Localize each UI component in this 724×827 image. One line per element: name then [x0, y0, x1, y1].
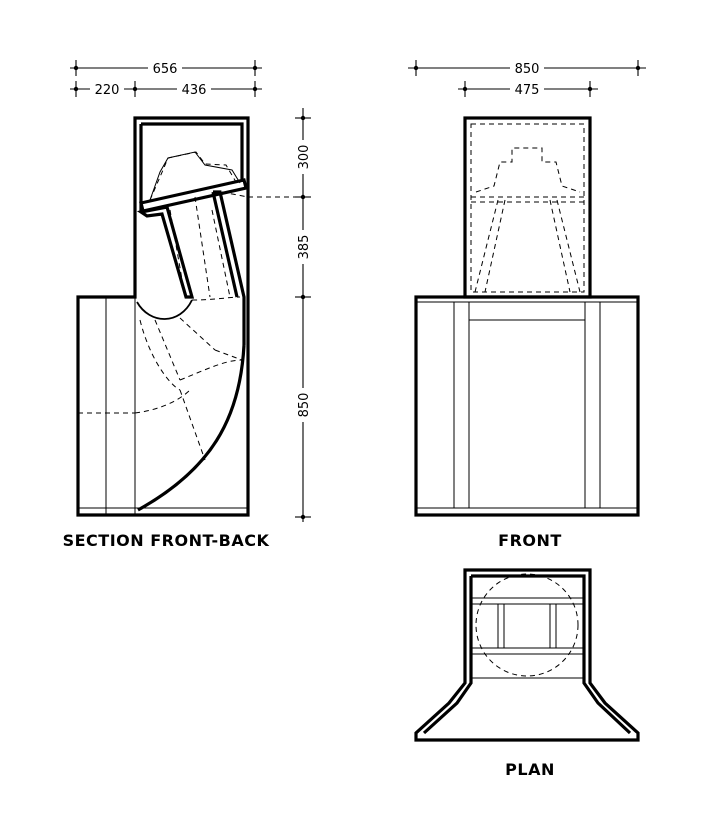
section-baffle — [136, 205, 195, 299]
front-lower-box — [414, 295, 640, 517]
section-width-dimension: 656 — [70, 60, 262, 77]
section-driver-chamber — [141, 122, 244, 182]
section-middle-height-label: 385 — [297, 235, 312, 260]
section-horn-wall-inner — [213, 190, 246, 345]
front-inner-width-dimension: 475 — [458, 81, 598, 98]
section-front-back-view: 656 220 436 — [63, 60, 312, 550]
section-top-height-label: 300 — [297, 145, 312, 170]
section-throat-curve — [136, 299, 193, 320]
front-driver-outline — [475, 147, 581, 193]
section-part-a-label: 220 — [95, 83, 120, 98]
section-part-b-label: 436 — [182, 83, 207, 98]
section-horn-wall-outer — [137, 344, 246, 512]
section-height-dimensions: 300 385 850 — [295, 108, 312, 522]
front-view: 850 475 FRONT — [408, 60, 646, 550]
front-upper-box — [463, 116, 592, 299]
section-bottom-height-label: 850 — [297, 393, 312, 418]
plan-caption: PLAN — [505, 760, 555, 779]
plan-view: PLAN — [414, 568, 640, 779]
front-caption: FRONT — [498, 531, 562, 550]
section-outer-shell — [76, 116, 250, 517]
front-inner-width-label: 475 — [515, 83, 540, 98]
front-width-dimension: 850 — [408, 60, 646, 77]
section-total-width-label: 656 — [153, 62, 178, 77]
section-driver-outline — [149, 151, 237, 201]
section-split-width-dimension: 220 436 — [70, 81, 262, 98]
plan-outline — [414, 568, 640, 742]
plan-driver-circle — [475, 573, 579, 677]
front-total-width-label: 850 — [515, 62, 540, 77]
section-caption: SECTION FRONT-BACK — [63, 531, 270, 550]
section-driver-board — [139, 178, 248, 213]
